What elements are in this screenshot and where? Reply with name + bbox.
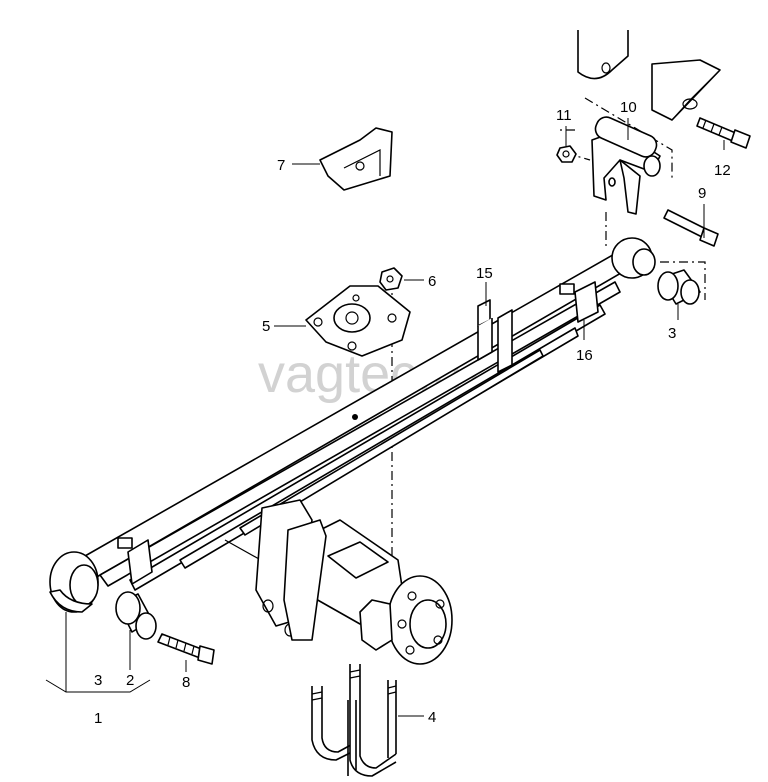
callout-11: 11 bbox=[556, 107, 572, 124]
callout-7: 7 bbox=[277, 157, 285, 174]
spring-plate bbox=[305, 285, 411, 357]
callout-labels: 1 2 3 3 4 5 6 7 8 9 10 11 12 15 16 bbox=[94, 99, 731, 727]
bump-stop bbox=[319, 127, 393, 191]
callout-15: 15 bbox=[476, 265, 493, 282]
rear-bushing bbox=[657, 269, 701, 305]
leaf-spring bbox=[77, 247, 641, 591]
callout-1: 1 bbox=[94, 710, 102, 727]
callout-6: 6 bbox=[428, 273, 436, 290]
rear-axle bbox=[224, 499, 453, 665]
callout-16: 16 bbox=[576, 347, 593, 364]
callout-9: 9 bbox=[698, 185, 706, 202]
u-bolts bbox=[311, 664, 397, 777]
callout-5: 5 bbox=[262, 318, 270, 335]
callout-12: 12 bbox=[714, 162, 731, 179]
callout-10: 10 bbox=[620, 99, 637, 116]
callout-3-front: 3 bbox=[94, 672, 102, 689]
frame-bracket bbox=[577, 30, 721, 121]
front-spring-eye bbox=[49, 551, 99, 613]
shackle-bolt-lower bbox=[663, 209, 719, 247]
front-bolt bbox=[157, 633, 215, 665]
callout-1-bracket bbox=[45, 679, 151, 693]
callout-3-rear: 3 bbox=[668, 325, 676, 342]
callout-4: 4 bbox=[428, 709, 436, 726]
shackle-nut bbox=[556, 145, 577, 163]
front-bushing bbox=[115, 591, 157, 640]
rear-spring-eye bbox=[611, 237, 656, 279]
callout-2: 2 bbox=[126, 672, 134, 689]
callout-8: 8 bbox=[182, 674, 190, 691]
plate-nut bbox=[379, 267, 403, 291]
shackle-bolt-upper bbox=[696, 117, 751, 149]
shackle bbox=[591, 116, 661, 215]
leader-lines bbox=[65, 118, 725, 717]
